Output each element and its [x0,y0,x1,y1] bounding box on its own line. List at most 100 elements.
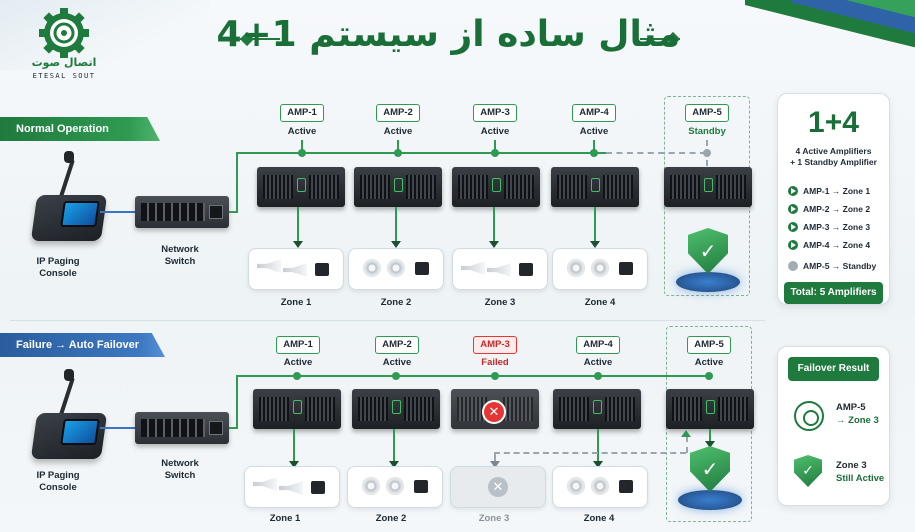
failover-result-header: Failover Result [788,357,879,381]
arrow-down-icon [289,461,299,468]
mapping-row: AMP-1 → Zone 1 [788,186,870,198]
amp-tag: AMP-5 [685,104,729,122]
amp-status: Active [579,126,609,137]
mapping-row: AMP-2 → Zone 2 [788,204,870,216]
logo-name-fa: اتصال صوت [31,56,97,69]
amplifier [253,389,341,429]
amp-status: Standby [688,126,726,137]
arrow-down-icon [391,241,401,248]
amp-tag: AMP-1 [276,336,320,354]
zone-label: Zone 4 [583,513,615,524]
standby-connector [706,140,708,166]
bus-node [394,149,402,157]
ceiling-speaker-icon [387,259,405,277]
zone-feed [297,207,299,243]
amp-tag-failed: AMP-3 [473,336,517,354]
play-circle-icon [788,222,798,232]
bus-node [392,372,400,380]
reroute-line [494,452,686,454]
zone-feed [293,429,295,463]
logo-name-en: ETESAL SOUT [32,72,96,80]
ip-paging-console [24,369,108,463]
gear-speaker-logo-icon [39,8,89,58]
standby-dot-icon [788,261,798,271]
box-speaker-icon [311,481,325,494]
arrow-down-icon [590,241,600,248]
switch-bus-link [229,211,237,213]
ceiling-speaker-icon [363,259,381,277]
amp-tag: AMP-1 [280,104,324,122]
amp-tag: AMP-2 [375,336,419,354]
horn-speaker-icon [279,481,303,495]
console-switch-link [100,427,136,429]
corner-decoration-left [0,0,210,70]
summary-sub1: 4 Active Amplifiers [795,146,872,156]
zone-card [348,248,444,290]
ceiling-speaker-icon [362,477,380,495]
horn-speaker-icon [257,259,281,273]
section-label-failure: Failure → Auto Failover [0,333,165,357]
gear-speaker-icon [794,401,824,431]
box-speaker-icon [519,263,533,276]
zone-label-failed: Zone 3 [478,513,510,524]
network-bus [236,375,710,377]
zone-label: Zone 2 [375,513,407,524]
amp-status: Active [694,357,724,368]
network-bus [236,152,606,154]
ceiling-speaker-icon [567,259,585,277]
console-switch-link [100,211,136,213]
summary-sub2: + 1 Standby Amplifier [790,157,877,167]
horn-speaker-icon [253,477,277,491]
amplifier [352,389,440,429]
amp-tag: AMP-4 [576,336,620,354]
zone-label: Zone 1 [280,297,312,308]
zone-card-failed: ✕ [450,466,546,508]
amplifier [553,389,641,429]
company-logo: اتصال صوت ETESAL SOUT [18,6,110,102]
box-speaker-icon [315,263,329,276]
bus-node [590,149,598,157]
ceiling-speaker-icon [591,477,609,495]
amp-status: Active [287,126,317,137]
zone-card [552,466,648,508]
standby-bus [606,152,706,154]
amp-tag: AMP-4 [572,104,616,122]
failover-row-2: Zone 3 Still Active [836,460,885,484]
zone-feed [393,429,395,463]
mapping-row: AMP-4 → Zone 4 [788,240,870,252]
amp-status: Active [283,357,313,368]
summary-big: 1+4 [808,106,859,139]
zone-feed [594,207,596,243]
reroute-line [494,453,496,463]
arrow-down-icon [389,461,399,468]
failover-result-panel: Failover Result AMP-5 → Zone 3 ✓ Zone 3 … [777,346,890,506]
connector [301,140,303,152]
title-rule-right [640,38,680,40]
switch-bus-link [229,427,237,429]
zone-card [552,248,648,290]
zone-card [248,248,344,290]
console-label: IP Paging Console [36,256,80,279]
arrow-down-icon [593,461,603,468]
zone-feed [395,207,397,243]
zone-card [347,466,443,508]
amp-tag: AMP-2 [376,104,420,122]
shield-check-icon: ✓ [794,455,822,487]
zone-label: Zone 1 [269,513,301,524]
connector [397,140,399,152]
arrow-down-icon [705,441,715,448]
bus-node [491,149,499,157]
mapping-row-standby: AMP-5 → Standby [788,261,876,273]
amplifier [257,167,345,207]
box-speaker-icon [415,262,429,275]
network-switch [135,412,229,444]
horn-speaker-icon [461,261,485,275]
bus-node [293,372,301,380]
arrow-down-icon [293,241,303,248]
reroute-line [686,436,688,453]
title-text: مثال ساده از سیستم [309,14,680,55]
zone-card [452,248,548,290]
zone-feed [597,429,599,463]
ceiling-speaker-icon [591,259,609,277]
horn-speaker-icon [283,263,307,277]
